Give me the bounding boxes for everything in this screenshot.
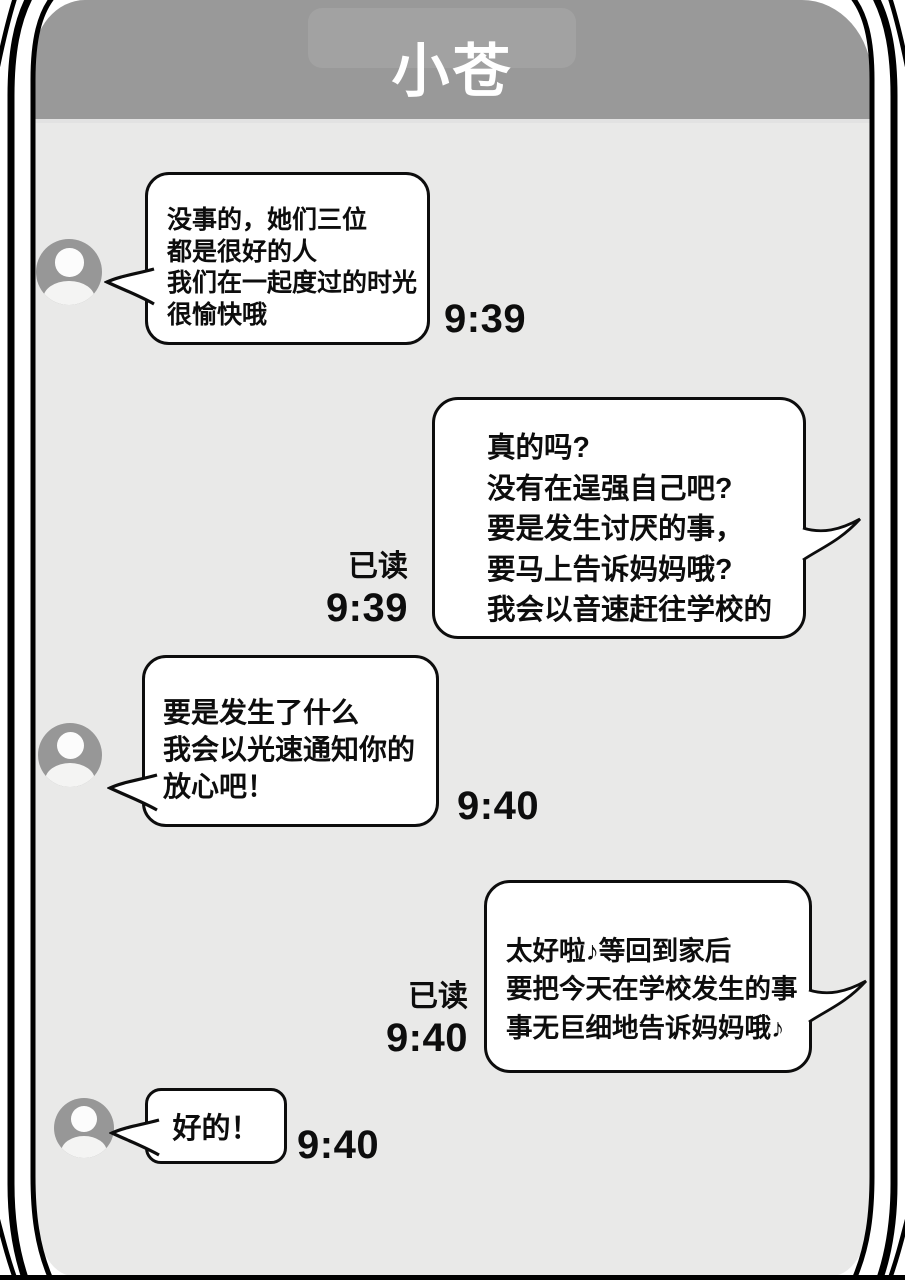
- bubble-line: 我会以光速通知你的: [163, 734, 416, 765]
- bubble-tail-right: [808, 979, 868, 1024]
- bubble-line: 我们在一起度过的时光: [167, 269, 418, 297]
- chat-bubble-incoming[interactable]: 要是发生了什么 我会以光速通知你的 放心吧！: [142, 655, 439, 827]
- bubble-line: 要马上告诉妈妈哦?: [487, 553, 733, 586]
- timestamp: 9:40: [457, 784, 540, 828]
- bubble-line: 要是发生了什么: [163, 697, 360, 728]
- bubble-line: 没事的，她们三位: [167, 206, 368, 234]
- timestamp: 9:39: [444, 297, 527, 341]
- bubble-line: 事无巨细地告诉妈妈哦♪: [506, 1012, 785, 1043]
- bubble-line: 要是发生讨厌的事，: [487, 513, 744, 545]
- contact-avatar[interactable]: [54, 1098, 114, 1158]
- contact-avatar[interactable]: [36, 239, 102, 305]
- chat-bubble-outgoing[interactable]: 真的吗? 没有在逞强自己吧? 要是发生讨厌的事， 要马上告诉妈妈哦? 我会以音速…: [432, 397, 806, 639]
- timestamp: 9:40: [297, 1123, 380, 1167]
- bubble-line: 太好啦♪等回到家后: [506, 935, 732, 966]
- chat-header: 小苍: [33, 0, 872, 123]
- person-avatar-icon: [45, 763, 95, 787]
- read-receipt: 已读: [348, 550, 408, 583]
- person-avatar-icon: [71, 1106, 98, 1133]
- bubble-line: 好的！: [172, 1113, 260, 1145]
- panel-border: [0, 1275, 905, 1280]
- bubble-tail-left: [104, 267, 155, 306]
- bubble-line: 要把今天在学校发生的事: [506, 974, 798, 1005]
- bubble-tail-right: [802, 517, 862, 562]
- chat-bubble-incoming[interactable]: 没事的，她们三位 都是很好的人 我们在一起度过的时光 很愉快哦: [145, 172, 430, 345]
- bubble-line: 我会以音速赶往学校的: [487, 594, 773, 626]
- bubble-line: 没有在逞强自己吧?: [487, 472, 733, 505]
- bubble-line: 都是很好的人: [167, 237, 318, 266]
- bubble-tail-left: [107, 773, 158, 812]
- header-highlight: [308, 8, 576, 68]
- message-meta: 已读 9:39: [326, 548, 408, 630]
- person-avatar-icon: [60, 1135, 108, 1158]
- bubble-tail-left: [109, 1118, 160, 1157]
- read-receipt: 已读: [408, 980, 468, 1013]
- person-avatar-icon: [43, 280, 95, 305]
- person-avatar-icon: [55, 248, 84, 277]
- message-meta: 已读 9:40: [386, 978, 468, 1060]
- bubble-line: 很愉快哦: [167, 300, 268, 329]
- chat-bubble-incoming[interactable]: 好的！: [145, 1088, 287, 1164]
- contact-name-title: 小苍: [391, 39, 514, 104]
- timestamp: 9:39: [325, 586, 408, 630]
- bubble-line: 真的吗?: [487, 432, 590, 464]
- timestamp: 9:40: [385, 1016, 468, 1060]
- person-avatar-icon: [56, 731, 85, 760]
- contact-avatar[interactable]: [38, 723, 102, 787]
- bubble-line: 放心吧！: [163, 771, 276, 802]
- chat-bubble-outgoing[interactable]: 太好啦♪等回到家后 要把今天在学校发生的事 事无巨细地告诉妈妈哦♪: [484, 880, 812, 1073]
